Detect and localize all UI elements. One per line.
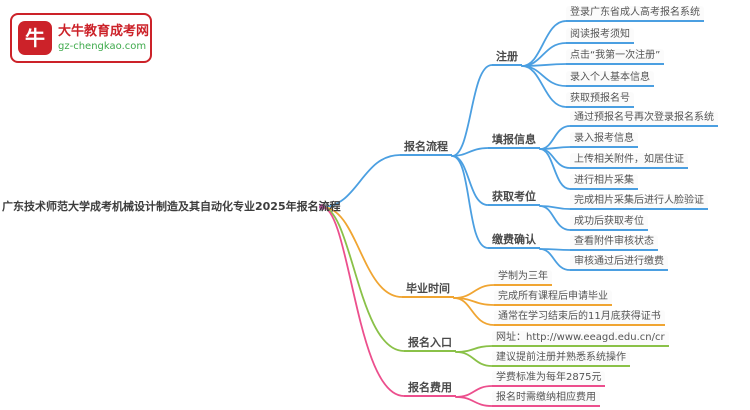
leaf-node: 通常在学习结束后的11月底获得证书 — [494, 310, 665, 326]
subbranch-payment-confirm: 缴费确认 — [488, 232, 540, 249]
subbranch-get-exam-seat: 获取考位 — [488, 189, 540, 206]
leaf-node: 录入报考信息 — [570, 132, 638, 148]
branch-lines-registration-process — [321, 20, 571, 271]
logo-text: 大牛教育成考网 gz-chengkao.com — [58, 24, 149, 53]
root-topic: 广东技术师范大学成考机械设计制造及其自动化专业2025年报名流程 — [2, 200, 341, 213]
leaf-node: 进行相片采集 — [570, 174, 638, 190]
root-connector-dot — [319, 204, 325, 210]
branch-lines-registration-portal — [321, 206, 493, 367]
logo-title: 大牛教育成考网 — [58, 23, 150, 39]
branch-graduation-time: 毕业时间 — [402, 281, 454, 298]
branch-lines-graduation-time — [321, 206, 495, 326]
branch-registration-portal: 报名入口 — [404, 335, 456, 352]
branch-registration-fee: 报名费用 — [404, 380, 456, 397]
leaf-node: 建议提前注册并熟悉系统操作 — [492, 351, 630, 367]
bull-glyph: 牛 — [25, 26, 45, 50]
leaf-node: 完成所有课程后申请毕业 — [494, 290, 612, 306]
leaf-node: 学费标准为每年2875元 — [492, 371, 606, 387]
leaf-node: 学制为三年 — [494, 270, 552, 286]
leaf-node: 登录广东省成人高考报名系统 — [566, 6, 704, 22]
branch-lines-registration-fee — [321, 206, 493, 407]
leaf-node: 成功后获取考位 — [570, 215, 648, 231]
leaf-node: 获取预报名号 — [566, 92, 634, 108]
site-logo: 牛 大牛教育成考网 gz-chengkao.com — [10, 13, 152, 63]
leaf-node: 上传相关附件，如居住证 — [570, 153, 688, 169]
leaf-node: 完成相片采集后进行人脸验证 — [570, 194, 708, 210]
leaf-node-portal-url: 网址：http://www.eeagd.edu.cn/cr — [492, 331, 669, 347]
leaf-node: 查看附件审核状态 — [570, 235, 658, 251]
logo-url: gz-chengkao.com — [58, 40, 147, 52]
bull-logo-icon: 牛 — [18, 21, 52, 55]
leaf-node: 报名时需缴纳相应费用 — [492, 391, 600, 407]
leaf-node: 录入个人基本信息 — [566, 71, 654, 87]
subbranch-register: 注册 — [492, 49, 522, 66]
leaf-node: 通过预报名号再次登录报名系统 — [570, 111, 718, 127]
leaf-node: 审核通过后进行缴费 — [570, 255, 668, 271]
leaf-node: 点击“我第一次注册” — [566, 49, 665, 65]
leaf-node: 阅读报考须知 — [566, 28, 634, 44]
branch-registration-process: 报名流程 — [400, 139, 452, 156]
subbranch-fill-info: 填报信息 — [488, 132, 540, 149]
